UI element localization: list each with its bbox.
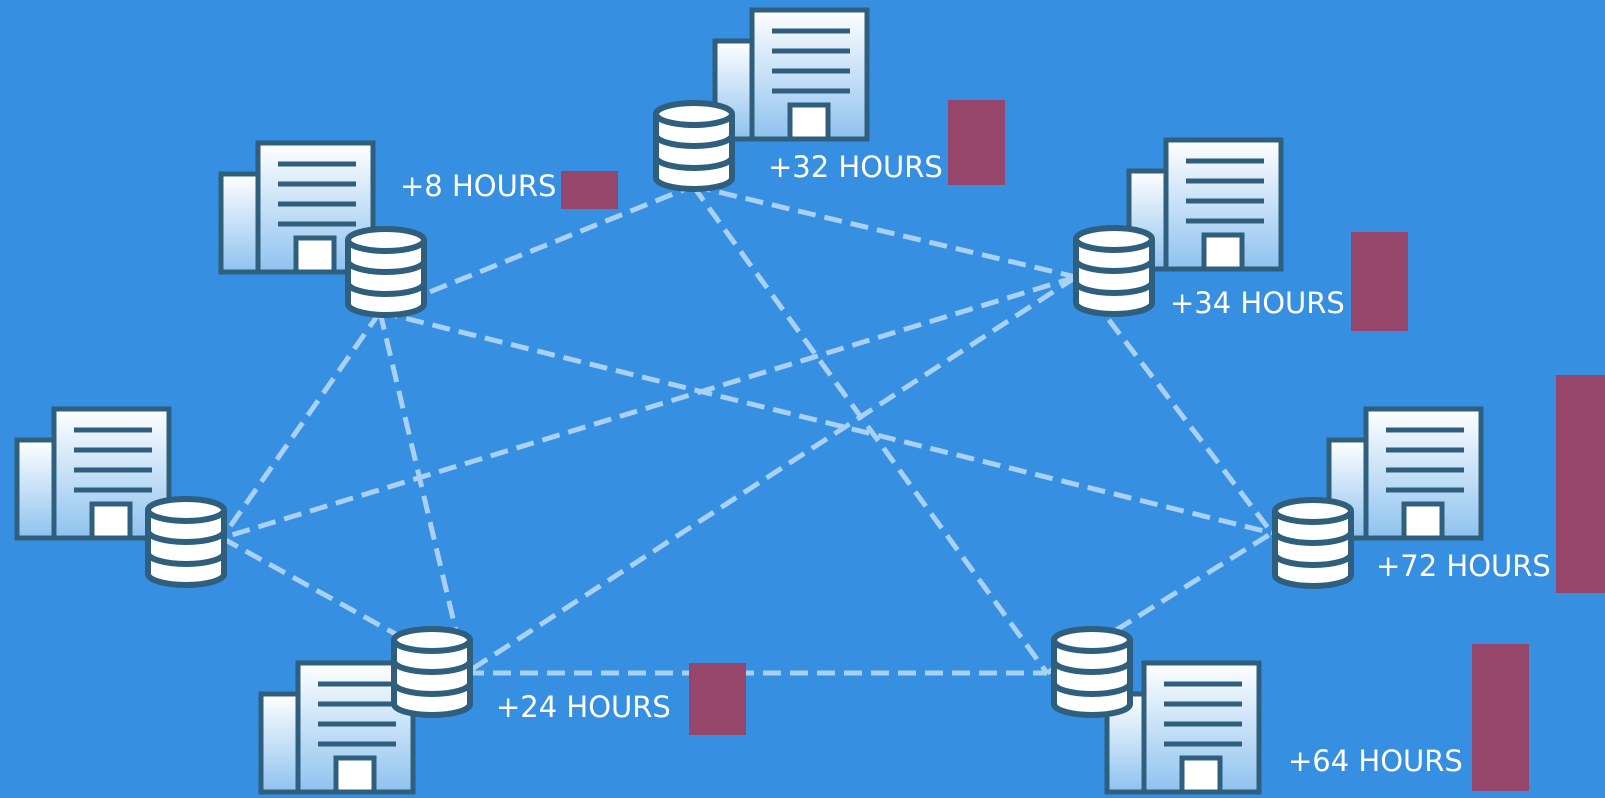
site-n1 — [221, 143, 424, 315]
link-n1-n4 — [219, 310, 383, 540]
link-n2-n7 — [690, 184, 1050, 675]
latency-label-n2: +32 HOURS — [768, 150, 943, 184]
database-icon — [656, 103, 732, 189]
latency-label-n7: +64 HOURS — [1288, 744, 1463, 778]
latency-label-n1: +8 HOURS — [400, 169, 556, 203]
latency-labels: +8 HOURS +32 HOURS +34 HOURS +72 HOURS +24 H… — [400, 150, 1551, 778]
database-icon — [1076, 228, 1152, 314]
database-icon — [348, 229, 424, 315]
latency-bars — [561, 100, 1605, 791]
database-icon — [1275, 500, 1351, 586]
latency-label-n6: +24 HOURS — [496, 690, 671, 724]
link-n3-n6 — [464, 274, 1078, 676]
office-building-icon — [715, 10, 867, 139]
latency-bar-n3 — [1351, 232, 1408, 331]
database-icon — [1054, 629, 1130, 715]
site-n4 — [17, 409, 224, 585]
link-n1-n5 — [379, 309, 1273, 536]
site-n7 — [1054, 629, 1259, 792]
latency-label-n5: +72 HOURS — [1376, 549, 1551, 583]
office-building-icon — [261, 663, 413, 792]
latency-bar-n7 — [1472, 644, 1529, 791]
link-n2-n3 — [692, 183, 1077, 280]
link-n1-n2 — [379, 183, 694, 315]
site-n6 — [261, 629, 470, 792]
link-n3-n4 — [221, 274, 1077, 541]
database-icon — [148, 499, 224, 585]
latency-bar-n2 — [948, 100, 1005, 185]
latency-bar-n5 — [1556, 375, 1605, 593]
latency-label-n3: +34 HOURS — [1170, 286, 1345, 320]
database-icon — [394, 629, 470, 715]
latency-bar-n6 — [689, 663, 746, 735]
link-n1-n6 — [377, 311, 469, 674]
latency-bar-n1 — [561, 171, 618, 209]
network-links — [219, 183, 1274, 676]
